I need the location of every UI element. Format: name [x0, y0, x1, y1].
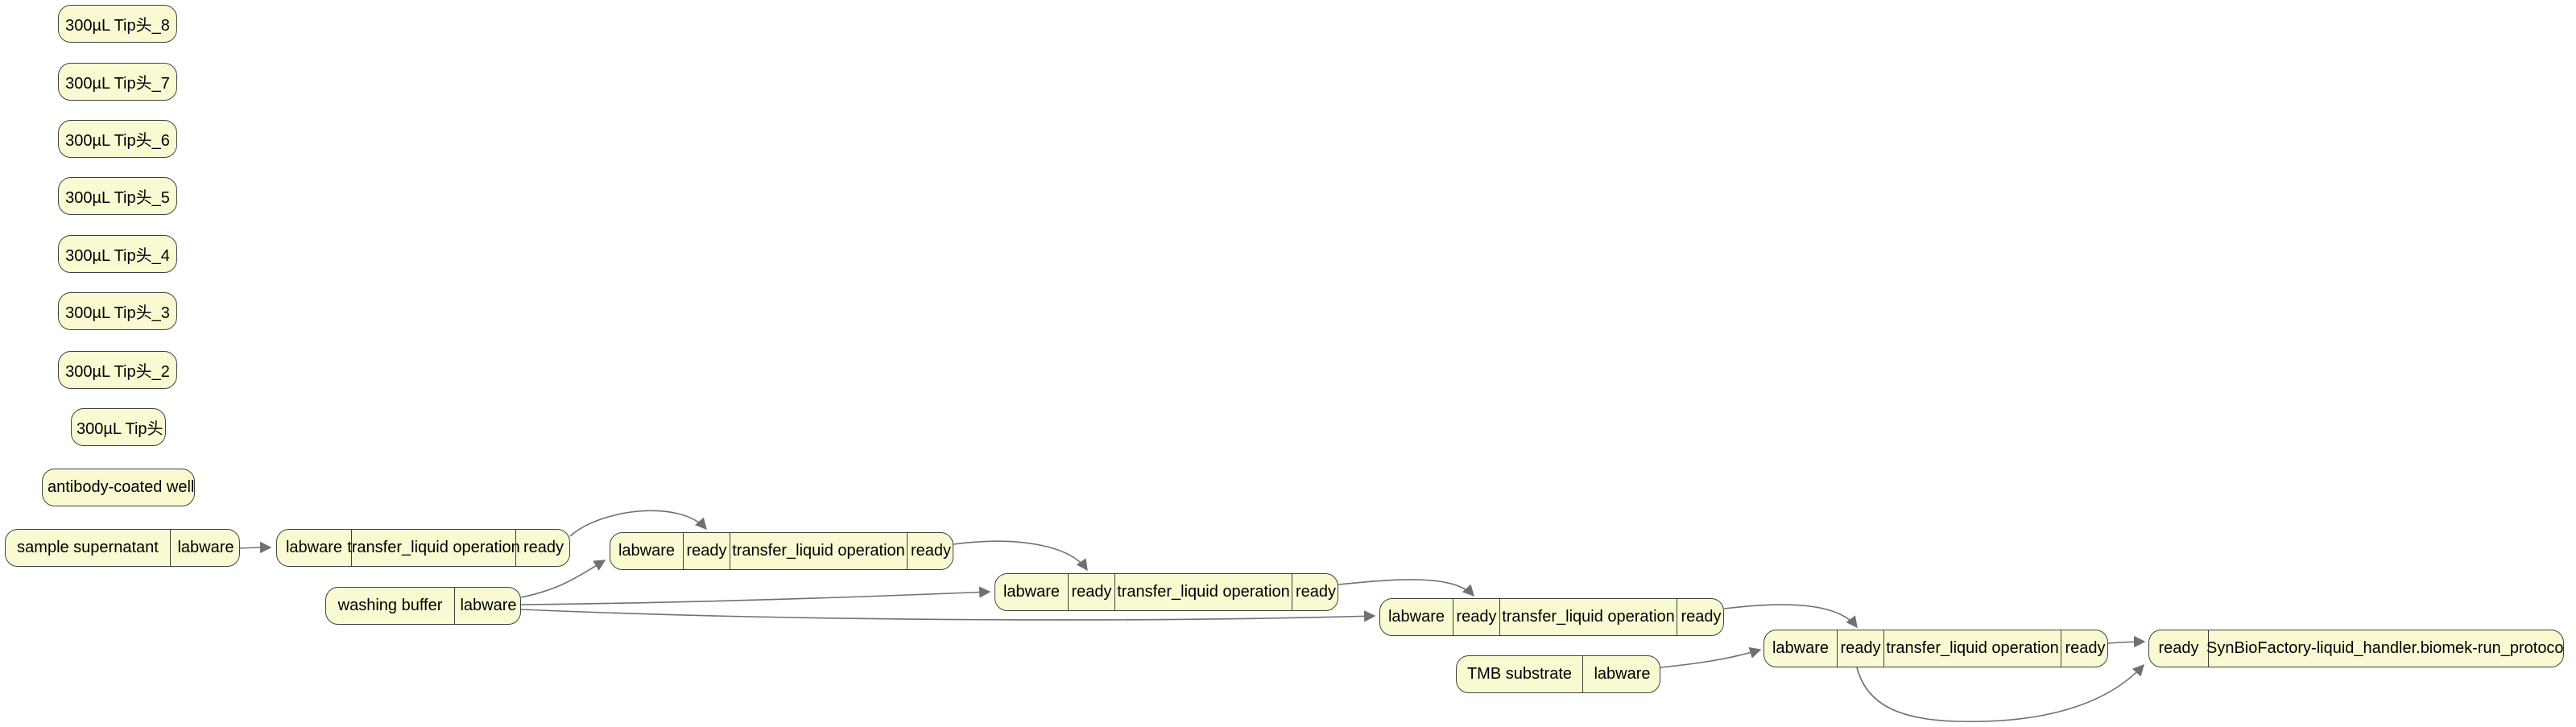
node-op1-cell-2: ready	[515, 530, 569, 566]
node-op2-cell-0: labware	[618, 542, 676, 560]
node-op5-cell-3: ready	[2061, 630, 2107, 667]
node-op5-cell-1: ready	[1837, 630, 1883, 667]
edge-e7	[1338, 579, 1474, 597]
node-op3-cell-2: transfer_liquid operation	[1114, 574, 1292, 610]
edge-e1	[239, 541, 272, 554]
node-tip-5: 300µL Tip头_5	[58, 177, 177, 215]
node-tip-5-cell-0: 300µL Tip头_5	[65, 189, 170, 207]
node-tip-4: 300µL Tip头_4	[58, 235, 177, 273]
node-tip-4-cell-0: 300µL Tip头_4	[65, 247, 170, 265]
node-op2-cell-1: ready	[683, 533, 730, 569]
node-protocol-cell-0: ready	[2158, 639, 2199, 657]
edge-e10	[2107, 635, 2146, 648]
node-tip-3-cell-0: 300µL Tip头_3	[65, 304, 170, 322]
node-op5-cell-0: labware	[1772, 639, 1830, 657]
node-tip-7: 300µL Tip头_7	[58, 63, 177, 101]
node-protocol: ready SynBioFactory-liquid_handler.biomek…	[2148, 630, 2564, 667]
edge-e11	[1856, 663, 2144, 723]
edge-e6	[953, 540, 1088, 572]
node-op3-cell-1: ready	[1068, 574, 1114, 610]
edge-e9	[1660, 646, 1762, 668]
node-tip-2: 300µL Tip头_2	[58, 351, 177, 389]
node-tip-7-cell-0: 300µL Tip头_7	[65, 75, 170, 93]
node-washing-buffer-cell-0: washing buffer	[337, 597, 443, 614]
node-sample-supernatant-cell-1: labware	[170, 530, 239, 566]
node-op3-cell-0: labware	[1003, 583, 1061, 601]
node-antibody-coated-well-cell-0: antibody-coated well	[48, 478, 195, 496]
node-op3-cell-3: ready	[1292, 574, 1338, 610]
node-tmb-substrate-cell-1: labware	[1582, 656, 1660, 692]
node-op4-cell-3: ready	[1677, 599, 1723, 635]
node-tmb-substrate: TMB substrate labware	[1456, 655, 1660, 693]
node-protocol-cell-1: SynBioFactory-liquid_handler.biomek-run_…	[2206, 630, 2563, 667]
node-tip-6-cell-0: 300µL Tip头_6	[65, 132, 170, 150]
node-sample-supernatant-cell-0: sample supernatant	[17, 539, 159, 556]
edge-e4	[520, 586, 991, 605]
node-tmb-substrate-cell-0: TMB substrate	[1466, 665, 1573, 683]
node-tip-2-cell-0: 300µL Tip头_2	[65, 363, 170, 381]
node-op1-cell-0: labware	[285, 539, 343, 556]
node-op4-cell-0: labware	[1387, 608, 1445, 626]
node-washing-buffer-cell-1: labware	[454, 588, 520, 624]
node-sample-supernatant: sample supernatant labware	[5, 529, 240, 567]
node-tip-8: 300µL Tip头_8	[58, 5, 177, 43]
node-washing-buffer: washing buffer labware	[325, 587, 521, 625]
node-op4-cell-1: ready	[1453, 599, 1499, 635]
node-tip-3: 300µL Tip头_3	[58, 292, 177, 330]
node-op2-cell-2: transfer_liquid operation	[730, 533, 907, 569]
edge-e8	[1723, 604, 1858, 629]
node-op1-cell-1: transfer_liquid operation	[347, 530, 520, 566]
node-tip-8-cell-0: 300µL Tip头_8	[65, 17, 170, 35]
node-op5-cell-2: transfer_liquid operation	[1883, 630, 2061, 667]
node-tip-1-cell-0: 300µL Tip头	[76, 420, 163, 438]
node-op4-cell-2: transfer_liquid operation	[1499, 599, 1677, 635]
node-tip-6: 300µL Tip头_6	[58, 120, 177, 158]
node-antibody-coated-well: antibody-coated well	[42, 469, 195, 506]
node-tip-1: 300µL Tip头	[71, 408, 166, 446]
node-op2-cell-3: ready	[907, 533, 953, 569]
